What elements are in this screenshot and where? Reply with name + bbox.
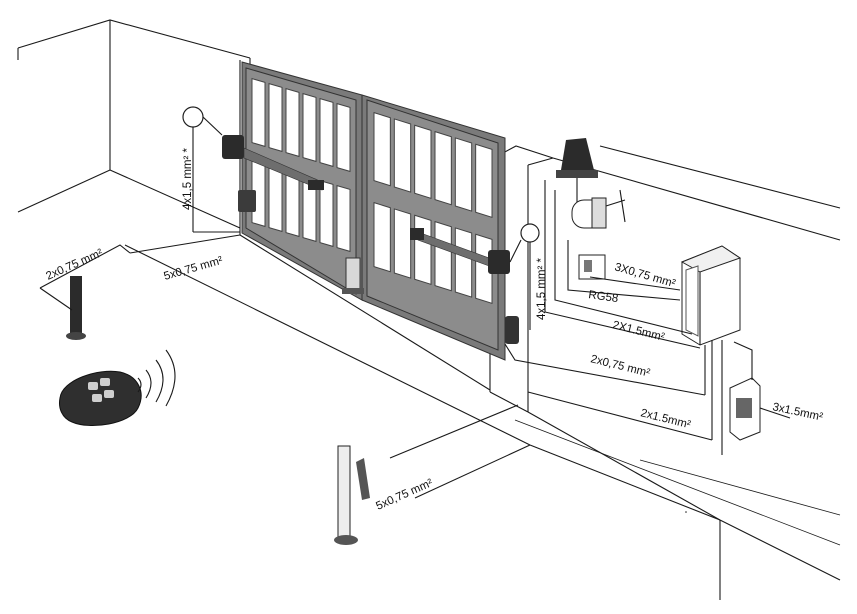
gate-pane [475,233,493,305]
motor-arm-left [222,135,324,212]
gate-stopper-icon [342,257,364,294]
motor-arm-right [410,228,510,274]
gate-pane [454,137,473,212]
gear-motor-right-icon [488,250,510,274]
gate-pane [268,164,283,233]
photocell-post-right-icon [334,445,370,545]
gate-pane [434,220,452,292]
circuit-breaker-icon [729,377,761,441]
gate-pane [302,92,317,163]
electric-lock-left-icon [238,190,256,212]
key-selector-right-icon [520,223,540,243]
gate-pane [454,227,473,298]
gate-pane [393,118,412,193]
label-mains: 3x1.5mm² [771,401,824,423]
gate-pane [268,82,283,153]
label-right-vertical: 4x1,5 mm² * [536,257,548,320]
label-antenna: RG58 [588,289,619,305]
gate-pane [414,214,432,286]
gate-pane [434,130,452,206]
gate-pane [393,208,412,279]
gate-pane [336,102,351,173]
label-motor-right: 2X1.5mm² [611,319,666,344]
label-blinker: 3X0,75 mm² [613,261,677,290]
label-left-vertical: 4x1,5 mm² * [182,147,194,210]
remote-control-icon [59,349,176,426]
gate-pane [475,143,493,219]
gate-pane [373,111,391,187]
gear-motor-left-icon [222,135,244,159]
key-selector-left-icon [182,106,204,128]
cable-routes [389,180,791,459]
photocell-right-icon [505,316,519,344]
gate-pane [251,77,266,148]
photocell-post-left-icon [66,276,86,340]
gate-pane [373,201,391,273]
antenna-icon [571,189,626,229]
control-unit-icon [680,245,742,346]
gate-pane [414,124,432,200]
gate-pane [285,87,300,158]
gate-pane [319,179,334,248]
gate-pane [285,169,300,238]
swing-gate-right-leaf [361,94,506,361]
gate-pane [319,97,334,168]
label-right-post: 5x0,75 mm² [374,477,434,513]
flashing-lamp-icon [556,138,598,178]
gate-pane [336,184,351,253]
